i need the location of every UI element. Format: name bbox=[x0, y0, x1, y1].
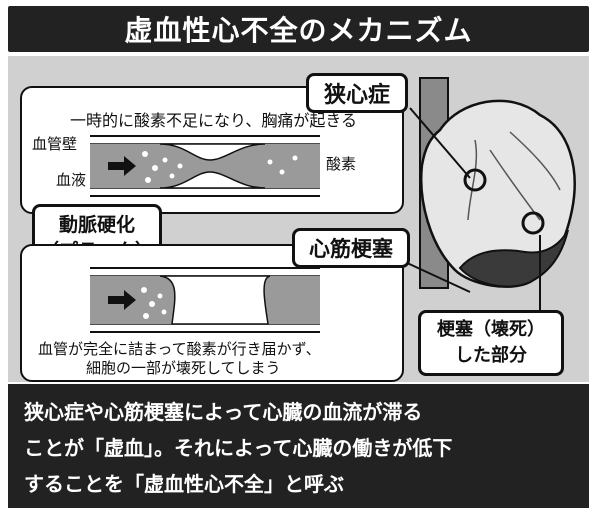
summary-box bbox=[8, 384, 589, 508]
angina-vessel-diagram bbox=[90, 135, 320, 197]
blood-flow-arrow bbox=[108, 156, 136, 176]
blocked-flow-arrow bbox=[108, 290, 136, 310]
oxygen-dots bbox=[142, 151, 298, 183]
summary-text: 狭心症や心筋梗塞によって心臓の血流が滞る ことが「虚血」。それによって心臓の働き… bbox=[24, 394, 584, 502]
infarct-area-label-line2: した部分 bbox=[455, 345, 527, 366]
infarction-description-line2: 細胞の一部が壊死してしまう bbox=[86, 359, 281, 377]
angina-label: 狭心症 bbox=[306, 73, 408, 113]
angina-label-text: 狭心症 bbox=[323, 83, 390, 108]
infarction-label: 心筋梗塞 bbox=[292, 228, 410, 268]
oxygen-label: 酸素 bbox=[326, 155, 357, 173]
title-bar: 虚血性心不全のメカニズム bbox=[8, 6, 589, 52]
angina-plaque-bottom bbox=[159, 171, 266, 189]
blocked-oxygen-dots bbox=[141, 287, 167, 319]
infarct-area-label: 梗塞（壊死） した部分 bbox=[418, 310, 564, 376]
summary-line3: することを「虚血性心不全」と呼ぶ bbox=[24, 472, 344, 496]
infarction-plaque bbox=[159, 275, 271, 325]
angina-site-circle bbox=[463, 168, 487, 192]
infarct-area-label-line1: 梗塞（壊死） bbox=[437, 319, 545, 340]
blood-label: 血液 bbox=[56, 171, 87, 189]
angina-description: 一時的に酸素不足になり、胸痛が起きる bbox=[70, 111, 358, 130]
page-title: 虚血性心不全のメカニズム bbox=[124, 14, 473, 47]
summary-line1: 狭心症や心筋梗塞によって心臓の血流が滞る bbox=[24, 400, 423, 424]
plaque-label-line1: 動脈硬化 bbox=[58, 214, 135, 236]
angina-plaque-top bbox=[159, 143, 266, 161]
infarction-description-line1: 血管が完全に詰まって酸素が行き届かず、 bbox=[38, 340, 321, 358]
heart-illustration bbox=[419, 77, 576, 289]
vessel-wall-label: 血管壁 bbox=[32, 135, 78, 153]
summary-line2: ことが「虚血」。それによって心臓の働きが低下 bbox=[24, 436, 453, 460]
infarction-vessel-diagram bbox=[90, 267, 320, 333]
infarction-site-circle bbox=[521, 211, 545, 235]
infarction-label-text: 心筋梗塞 bbox=[309, 237, 393, 261]
